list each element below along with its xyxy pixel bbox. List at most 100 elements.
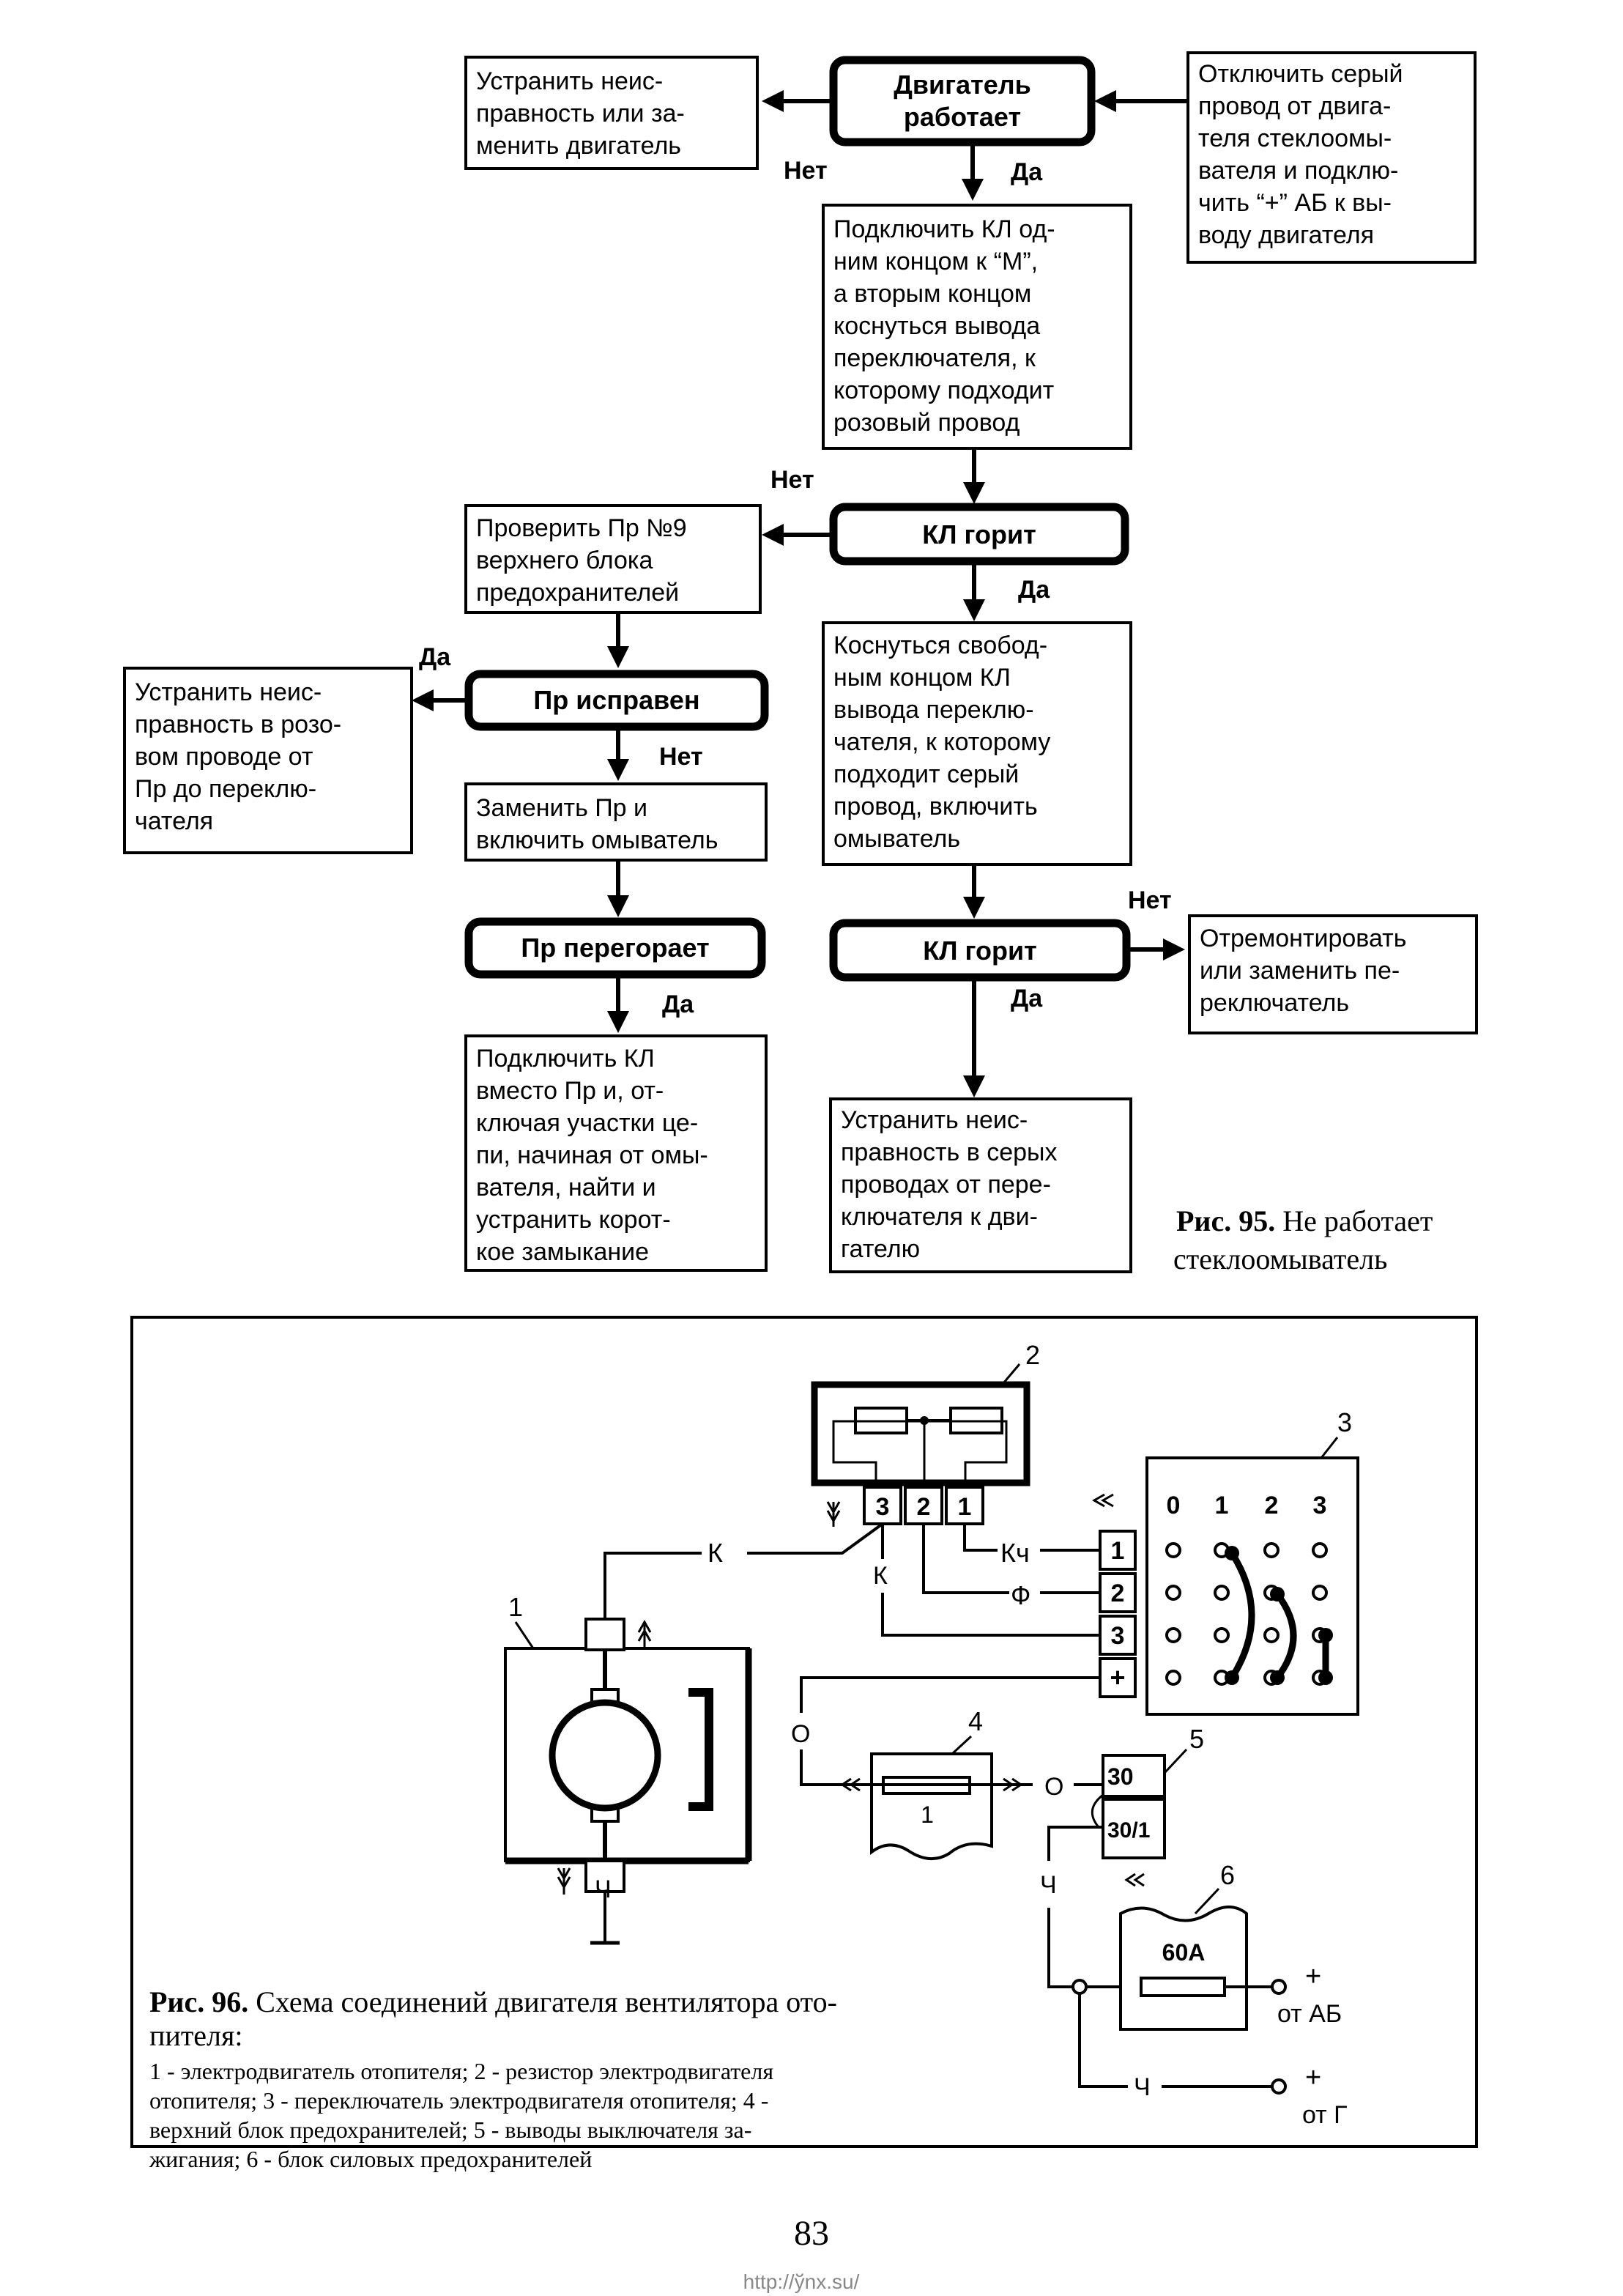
connect-kl-box: Подключить КЛ од- ним концом к “М”, а вт…: [822, 204, 1132, 450]
fix-grey-line-1: Устранить неис-: [841, 1106, 1028, 1134]
heater-switch: 3 0 1 2 3 1 2 3 +: [1091, 1407, 1359, 1716]
ignition-terminals: 30 30/1 5: [1091, 1724, 1204, 1887]
touch-grey-line-4: чателя, к которому: [833, 728, 1050, 756]
connect-kl-line-1: Подключить КЛ од-: [833, 215, 1055, 243]
replace-fuse-box: Заменить Пр и включить омыватель: [464, 782, 768, 862]
check-fuse-line-1: Проверить Пр №9: [476, 514, 687, 542]
short-circuit-line-2: вместо Пр и, от-: [476, 1077, 664, 1105]
fix-pink-line-3: вом проводе от: [135, 743, 313, 771]
connector-symbol-icon: [826, 1501, 841, 1527]
kl-lit-1-label: КЛ горит: [922, 519, 1036, 549]
resistor-pin-1: 1: [958, 1493, 972, 1521]
connect-kl-line-4: коснуться вывода: [833, 312, 1040, 340]
fix-pink-line-5: чателя: [135, 807, 213, 835]
switch-position-3: 3: [1313, 1492, 1327, 1519]
check-fuse-box: Проверить Пр №9 верхнего блока предохран…: [464, 504, 762, 614]
disconnect-grey-line-4: вателя и подклю-: [1198, 157, 1398, 185]
wire-label-k-2: К: [873, 1562, 888, 1590]
touch-grey-line-6: провод, включить: [833, 793, 1038, 821]
fuse-ok-label: Пр исправен: [533, 685, 699, 715]
fix-pink-line-1: Устранить неис-: [135, 678, 322, 706]
wire-label-kch: Кч: [1000, 1538, 1030, 1568]
connector-symbol-icon: [557, 1867, 571, 1895]
heater-motor: 1 Ч: [504, 1592, 752, 1945]
switch-pin-1: 1: [1111, 1537, 1125, 1565]
upper-fuse-block: 4 1: [840, 1706, 1033, 1860]
fig96-frame: [130, 1316, 1478, 2148]
repair-switch-line-3: реключатель: [1200, 989, 1349, 1017]
wire-label-o-1: О: [791, 1720, 810, 1748]
connect-kl-line-6: которому подходит: [833, 377, 1054, 404]
switch-position-2: 2: [1265, 1492, 1279, 1519]
wire-label-k-1: К: [707, 1538, 723, 1568]
connect-kl-line-5: переключателя, к: [833, 344, 1036, 372]
fix-pink-line-2: правность в розо-: [135, 711, 341, 738]
switch-pin-2: 2: [1111, 1580, 1125, 1607]
short-circuit-line-5: вателя, найти и: [476, 1174, 656, 1201]
fig95-caption-line-1: Рис. 95. Не работает: [1176, 1204, 1433, 1237]
fig95-caption-line-2: стеклоомыватель: [1173, 1243, 1387, 1275]
connector-symbol-icon: [1124, 1873, 1145, 1887]
replace-fuse-line-1: Заменить Пр и: [476, 794, 647, 822]
fig96-legend-line-2: отопителя; 3 - переключатель электродвиг…: [149, 2087, 768, 2114]
engine-runs-line-2: работает: [904, 102, 1021, 132]
switch-pin-3: 3: [1111, 1622, 1125, 1650]
fix-pink-box: Устранить неис- правность в розо- вом пр…: [123, 667, 413, 854]
label-6: 6: [1220, 1860, 1235, 1890]
fuse-ok-decision: Пр исправен: [464, 670, 769, 731]
disconnect-grey-line-3: теля стеклоомы-: [1198, 125, 1392, 152]
kl-lit-2-label: КЛ горит: [923, 936, 1037, 966]
terminal-30-1: 30/1: [1107, 1818, 1150, 1843]
label-yes-4: Да: [662, 990, 694, 1018]
touch-grey-line-5: подходит серый: [833, 760, 1019, 788]
fig96-caption-line-1: Рис. 96. Схема соединений двигателя вент…: [149, 1985, 837, 2018]
label-1: 1: [508, 1592, 523, 1622]
check-fuse-line-2: верхнего блока: [476, 547, 653, 574]
fix-grey-line-5: гателю: [841, 1235, 920, 1263]
fuse-blows-label: Пр перегорает: [521, 933, 709, 963]
plus-ab: +: [1305, 1961, 1321, 1992]
repair-switch-line-2: или заменить пе-: [1200, 957, 1400, 985]
disconnect-grey-line-1: Отключить серый: [1198, 60, 1403, 88]
terminal-30: 30: [1107, 1763, 1134, 1790]
check-fuse-line-3: предохранителей: [476, 579, 679, 607]
label-3: 3: [1337, 1407, 1352, 1437]
from-ab-label: от АБ: [1277, 2000, 1342, 2028]
fig96-caption-line-2: пителя:: [149, 2019, 243, 2052]
fix-pink-line-4: Пр до переклю-: [135, 775, 316, 803]
short-circuit-line-7: кое замыкание: [476, 1238, 649, 1266]
fix-engine-line-1: Устранить неис-: [476, 67, 663, 95]
kl-lit-decision-1: КЛ горит: [829, 503, 1129, 566]
page-number: 83: [794, 2214, 829, 2253]
switch-position-1: 1: [1215, 1492, 1229, 1519]
touch-grey-line-1: Коснуться свобод-: [833, 632, 1047, 659]
fig96-legend-line-3: верхний блок предохранителей; 5 - выводы…: [149, 2117, 751, 2143]
engine-runs-line-1: Двигатель: [894, 70, 1031, 100]
wire-label-ch-1: Ч: [1040, 1871, 1057, 1899]
connect-kl-line-3: а вторым концом: [833, 280, 1031, 308]
resistor-pin-2: 2: [917, 1493, 931, 1521]
repair-switch-box: Отремонтировать или заменить пе- реключа…: [1188, 914, 1478, 1034]
short-circuit-line-6: устранить корот-: [476, 1206, 671, 1234]
label-no-4: Нет: [1128, 886, 1172, 914]
touch-grey-box: Коснуться свобод- ным концом КЛ вывода п…: [822, 621, 1132, 866]
resistor-pin-3: 3: [876, 1493, 890, 1521]
fig96-legend-line-1: 1 - электродвигатель отопителя; 2 - рези…: [149, 2058, 773, 2084]
label-no-2: Нет: [770, 466, 814, 494]
short-circuit-line-3: ключая участки це-: [476, 1109, 698, 1137]
wire-label-ch-motor: Ч: [595, 1875, 612, 1903]
connector-symbol-icon: [637, 1619, 652, 1648]
fix-engine-line-3: менить двигатель: [476, 132, 681, 160]
schematic-fig96: 3 2 1 2 3 0 1 2 3 1 2 3 +: [130, 1316, 1478, 2172]
label-yes-1: Да: [1011, 158, 1043, 186]
fuse-1-label: 1: [921, 1801, 934, 1828]
label-2: 2: [1025, 1340, 1040, 1370]
disconnect-grey-line-6: воду двигателя: [1198, 221, 1374, 249]
terminal-from-g: [1271, 2078, 1287, 2095]
wires-upper: [603, 1522, 1100, 1786]
terminal-from-ab: [1271, 1979, 1287, 1995]
switch-position-0: 0: [1167, 1492, 1181, 1519]
connect-kl-line-7: розовый провод: [833, 409, 1020, 437]
fix-engine-box: Устранить неис- правность или за- менить…: [464, 56, 759, 170]
